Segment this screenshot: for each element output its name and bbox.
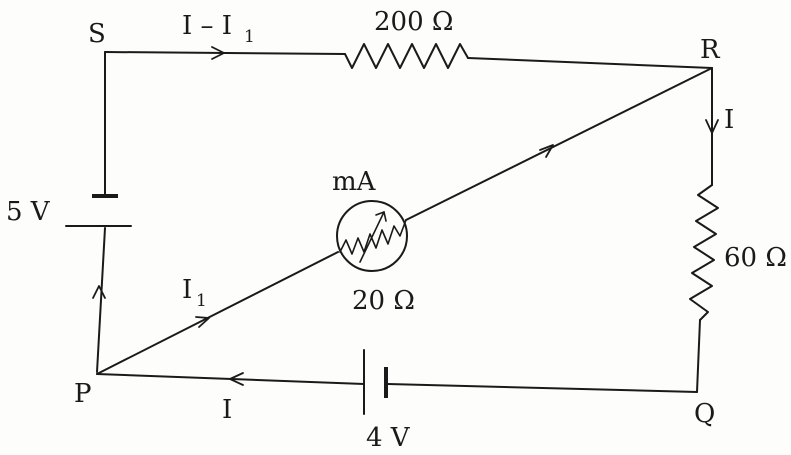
resistor-60 [689,184,719,321]
battery-left-label: 5 V [6,197,51,227]
wire-top-left [104,51,346,55]
wire-left-lower [96,227,106,373]
resistor-right-label: 60 Ω [724,243,787,273]
wire-diag-lower [96,251,339,375]
current-arrow-diag-upper [539,144,554,158]
current-arrow-top [211,46,225,60]
milliammeter-circle [336,200,408,272]
current-label-top: I – I [182,11,232,41]
node-label-q: Q [694,399,715,429]
current-label-top-sub: 1 [244,27,255,47]
node-label-r: R [700,35,721,65]
meter-variable-arrow-shaft [359,211,385,263]
battery-bottom-label: 4 V [366,423,411,453]
current-label-diag-sub: 1 [196,291,207,311]
resistor-top-label: 200 Ω [374,7,453,37]
current-arrow-right [705,119,719,134]
current-label-bottom: I [222,395,232,425]
current-label-diag: I [182,275,192,305]
resistor-200 [344,43,469,69]
node-label-p: P [74,379,92,409]
meter-resistor-zigzag [339,219,407,255]
current-arrow-left [92,285,106,299]
node-label-s: S [88,19,106,49]
wire-bottom-right [387,383,698,393]
current-label-right: I [724,105,734,135]
wire-top-right [467,57,713,69]
meter-variable-arrow-head [375,211,387,222]
wire-diag-upper [405,67,713,221]
wire-right-lower [696,319,701,393]
meter-resistance-label: 20 Ω [352,286,415,316]
meter-label: mA [332,167,377,197]
current-arrow-diag-lower [195,316,210,328]
current-arrow-bottom [229,372,244,386]
